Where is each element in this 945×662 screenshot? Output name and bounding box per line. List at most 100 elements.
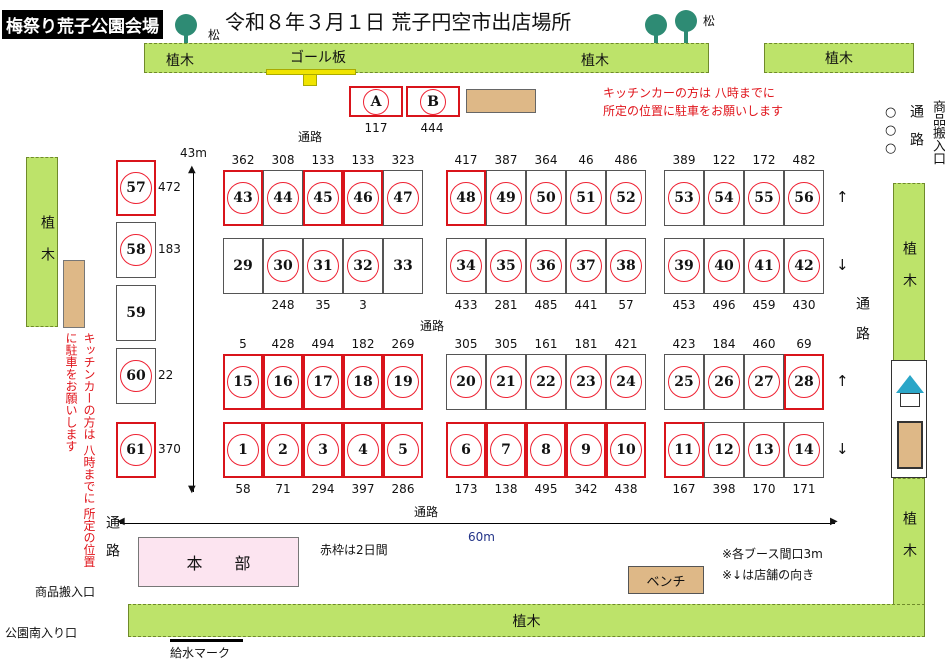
booth-2[interactable]: 2: [263, 422, 303, 478]
booth-number: 44: [267, 182, 299, 214]
booth-A[interactable]: A: [349, 86, 403, 117]
booth-27[interactable]: 27: [744, 354, 784, 410]
booth-55[interactable]: 55: [744, 170, 784, 226]
pine-tree-icon: [645, 14, 667, 36]
booth-23[interactable]: 23: [566, 354, 606, 410]
pine-tree-icon: [675, 10, 697, 32]
booth-4[interactable]: 4: [343, 422, 383, 478]
booth-18[interactable]: 18: [343, 354, 383, 410]
booth-35[interactable]: 35: [486, 238, 526, 294]
booth-14[interactable]: 14: [784, 422, 824, 478]
direction-arrow: ↑: [836, 372, 849, 390]
booth-46[interactable]: 46: [343, 170, 383, 226]
booth-25[interactable]: 25: [664, 354, 704, 410]
booth-29[interactable]: 29: [223, 238, 263, 294]
booth-number: 61: [120, 434, 152, 466]
booth-number: 21: [490, 366, 522, 398]
booth-22[interactable]: 22: [526, 354, 566, 410]
booth-number: 30: [267, 250, 299, 282]
booth-26[interactable]: 26: [704, 354, 744, 410]
booth-number: 41: [748, 250, 780, 282]
booth-10[interactable]: 10: [606, 422, 646, 478]
booth-39[interactable]: 39: [664, 238, 704, 294]
hedge-label: 植木: [512, 613, 541, 630]
booth-value: 22: [158, 368, 174, 382]
booth-number: 10: [610, 434, 642, 466]
booth-20[interactable]: 20: [446, 354, 486, 410]
booth-41[interactable]: 41: [744, 238, 784, 294]
booth-50[interactable]: 50: [526, 170, 566, 226]
booth-34[interactable]: 34: [446, 238, 486, 294]
booth-11[interactable]: 11: [664, 422, 704, 478]
booth-21[interactable]: 21: [486, 354, 526, 410]
booth-value: 423: [672, 337, 696, 351]
booth-number: 55: [748, 182, 780, 214]
booth-value: 485: [534, 298, 558, 312]
booth-number: 27: [748, 366, 780, 398]
booth-19[interactable]: 19: [383, 354, 423, 410]
booth-13[interactable]: 13: [744, 422, 784, 478]
booth-60[interactable]: 60: [116, 348, 156, 404]
booth-number: 1: [227, 434, 259, 466]
page-title: 令和８年３月１日 荒子円空市出店場所: [225, 10, 572, 34]
booth-30[interactable]: 30: [263, 238, 303, 294]
booth-7[interactable]: 7: [486, 422, 526, 478]
booth-36[interactable]: 36: [526, 238, 566, 294]
booth-49[interactable]: 49: [486, 170, 526, 226]
booth-45[interactable]: 45: [303, 170, 343, 226]
booth-value: 444: [420, 121, 444, 135]
booth-value: 269: [391, 337, 415, 351]
booth-9[interactable]: 9: [566, 422, 606, 478]
booth-56[interactable]: 56: [784, 170, 824, 226]
booth-42[interactable]: 42: [784, 238, 824, 294]
booth-value: 133: [311, 153, 335, 167]
booth-47[interactable]: 47: [383, 170, 423, 226]
pine-trunk: [654, 30, 658, 46]
booth-31[interactable]: 31: [303, 238, 343, 294]
booth-8[interactable]: 8: [526, 422, 566, 478]
booth-value: 35: [315, 298, 331, 312]
booth-24[interactable]: 24: [606, 354, 646, 410]
booth-value: 398: [712, 482, 736, 496]
booth-43[interactable]: 43: [223, 170, 263, 226]
booth-40[interactable]: 40: [704, 238, 744, 294]
booth-44[interactable]: 44: [263, 170, 303, 226]
booth-number: 60: [120, 360, 152, 392]
booth-16[interactable]: 16: [263, 354, 303, 410]
booth-57[interactable]: 57: [116, 160, 156, 216]
booth-number: 49: [490, 182, 522, 214]
direction-arrow: ↑: [836, 188, 849, 206]
booth-54[interactable]: 54: [704, 170, 744, 226]
booth-number: 32: [347, 250, 379, 282]
booth-58[interactable]: 58: [116, 222, 156, 278]
booth-15[interactable]: 15: [223, 354, 263, 410]
booth-12[interactable]: 12: [704, 422, 744, 478]
booth-38[interactable]: 38: [606, 238, 646, 294]
booth-3[interactable]: 3: [303, 422, 343, 478]
booth-6[interactable]: 6: [446, 422, 486, 478]
booth-59[interactable]: 59: [116, 285, 156, 341]
booth-value: 389: [672, 153, 696, 167]
booth-number: 50: [530, 182, 562, 214]
booth-17[interactable]: 17: [303, 354, 343, 410]
hedge-right-lower: 植木: [893, 478, 925, 608]
booth-number: 42: [788, 250, 820, 282]
goods-entrance-left: 商品搬入口: [35, 585, 96, 599]
booth-1[interactable]: 1: [223, 422, 263, 478]
booth-28[interactable]: 28: [784, 354, 824, 410]
booth-51[interactable]: 51: [566, 170, 606, 226]
booth-value: 171: [792, 482, 816, 496]
booth-number: 53: [668, 182, 700, 214]
booth-37[interactable]: 37: [566, 238, 606, 294]
hedge-label: 植木: [581, 53, 609, 69]
booth-33[interactable]: 33: [383, 238, 423, 294]
hedge-label: 植木: [901, 241, 917, 305]
booth-48[interactable]: 48: [446, 170, 486, 226]
booth-B[interactable]: B: [406, 86, 460, 117]
direction-arrow: ↓: [836, 256, 849, 274]
booth-32[interactable]: 32: [343, 238, 383, 294]
booth-53[interactable]: 53: [664, 170, 704, 226]
booth-52[interactable]: 52: [606, 170, 646, 226]
booth-5[interactable]: 5: [383, 422, 423, 478]
booth-61[interactable]: 61: [116, 422, 156, 478]
